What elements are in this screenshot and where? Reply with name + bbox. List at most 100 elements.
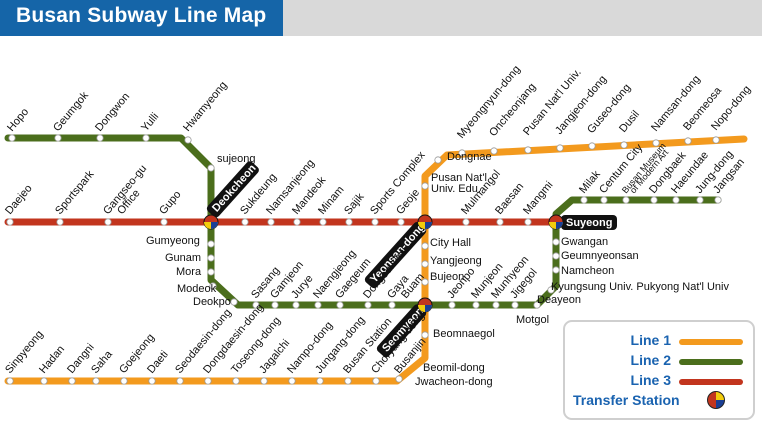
station-label: Beomnaegol <box>433 328 495 340</box>
station-dot <box>271 301 279 309</box>
station-dot <box>696 196 704 204</box>
station-dot <box>421 182 429 190</box>
station-dot <box>547 286 555 294</box>
station-dot <box>364 301 372 309</box>
station-dot <box>316 377 324 385</box>
station-dot <box>252 301 260 309</box>
station-label: Yangjeong <box>430 255 482 267</box>
station-dot <box>336 301 344 309</box>
station-dot <box>148 377 156 385</box>
station-dot <box>207 240 215 248</box>
station-dot <box>434 156 442 164</box>
station-label: Dusil <box>617 108 642 134</box>
station-dot <box>260 377 268 385</box>
station-label: sujeong <box>217 153 256 165</box>
station-dot <box>511 301 519 309</box>
station-dot <box>580 196 588 204</box>
station-label: Geumnyeonsan <box>561 250 639 262</box>
legend-transfer-label: Transfer Station <box>573 392 680 408</box>
title-box: Busan Subway Line Map <box>0 0 283 36</box>
station-dot <box>142 134 150 142</box>
station-label: Modeok <box>177 283 217 295</box>
station-dot <box>160 218 168 226</box>
station-label: Yulli <box>139 111 161 134</box>
station-dot <box>232 377 240 385</box>
station-label: Hwamyeong <box>181 79 229 134</box>
station-dot <box>496 218 504 226</box>
station-dot <box>6 218 14 226</box>
station-label: Hopo <box>5 106 31 134</box>
station-label: Dongwon <box>93 91 132 134</box>
station-dot <box>490 147 498 155</box>
legend-line2-swatch <box>679 359 743 365</box>
station-label: Univ. Edu. <box>431 183 481 195</box>
station-label: Gumyeong <box>146 235 200 247</box>
legend-line3-label: Line 3 <box>630 372 671 388</box>
station-dot <box>92 377 100 385</box>
station-label: Pusan Nat'l <box>431 172 487 184</box>
station-dot <box>54 134 62 142</box>
line2-route <box>4 134 722 309</box>
legend-line3: Line 3 <box>565 371 753 391</box>
station-dot <box>622 196 630 204</box>
station-dot <box>230 298 238 306</box>
station-dot <box>292 301 300 309</box>
legend-line1: Line 1 <box>565 331 753 351</box>
station-label: Hadan <box>37 343 67 376</box>
station-label: Geumgok <box>51 89 91 134</box>
station-dot <box>344 377 352 385</box>
station-label: Namcheon <box>561 265 614 277</box>
station-dot <box>458 149 466 157</box>
station-dot <box>293 218 301 226</box>
station-label: Pusan Nat'l Univ. <box>521 66 584 137</box>
station-label: Baesan <box>493 181 526 217</box>
station-label: Gwangan <box>561 236 608 248</box>
station-dot <box>207 164 215 172</box>
transfer-tag-suyeong: Suyeong <box>561 215 617 230</box>
station-dot <box>448 301 456 309</box>
station-dot <box>650 196 658 204</box>
transfer-icon-suyeong <box>548 214 564 230</box>
station-dot <box>714 196 722 204</box>
station-label: Daeti <box>145 349 171 376</box>
station-dot <box>397 218 405 226</box>
transfer-station-icon <box>707 391 725 409</box>
station-dot <box>395 375 403 383</box>
legend-line2-label: Line 2 <box>630 352 671 368</box>
station-label: Gunam <box>165 252 201 264</box>
station-label: Kyungsung Univ. Pukyong Nat'l Univ <box>551 281 729 293</box>
station-dot <box>588 142 596 150</box>
station-dot <box>712 136 720 144</box>
station-dot <box>492 301 500 309</box>
station-label: Dongnae <box>447 151 492 163</box>
transfer-label-suyeong: Suyeong <box>566 217 612 229</box>
legend-line1-label: Line 1 <box>630 332 671 348</box>
station-dot <box>267 218 275 226</box>
transfer-icon-deokcheon <box>203 214 219 230</box>
transfer-icon-yeonsan <box>417 214 433 230</box>
station-dot <box>56 218 64 226</box>
legend-line2: Line 2 <box>565 351 753 371</box>
station-label: Sportspark <box>53 168 97 217</box>
station-dot <box>6 377 14 385</box>
legend-transfer: Transfer Station <box>565 391 753 411</box>
map-title: Busan Subway Line Map <box>16 4 267 27</box>
station-dot <box>421 242 429 250</box>
station-dot <box>524 146 532 154</box>
station-dot <box>204 377 212 385</box>
station-dot <box>462 218 470 226</box>
station-label: Mangmi <box>521 179 555 217</box>
station-dot <box>552 266 560 274</box>
station-dot <box>371 218 379 226</box>
station-dot <box>472 301 480 309</box>
transfer-icon-seomyeon <box>417 297 433 313</box>
station-label: Sajik <box>342 191 367 217</box>
station-label: Mora <box>176 266 202 278</box>
station-dot <box>372 377 380 385</box>
station-dot <box>68 377 76 385</box>
station-label: Motgol <box>516 314 549 326</box>
station-dot <box>345 218 353 226</box>
station-dot <box>207 268 215 276</box>
station-label: Deokpo <box>193 296 231 308</box>
station-dot <box>176 377 184 385</box>
